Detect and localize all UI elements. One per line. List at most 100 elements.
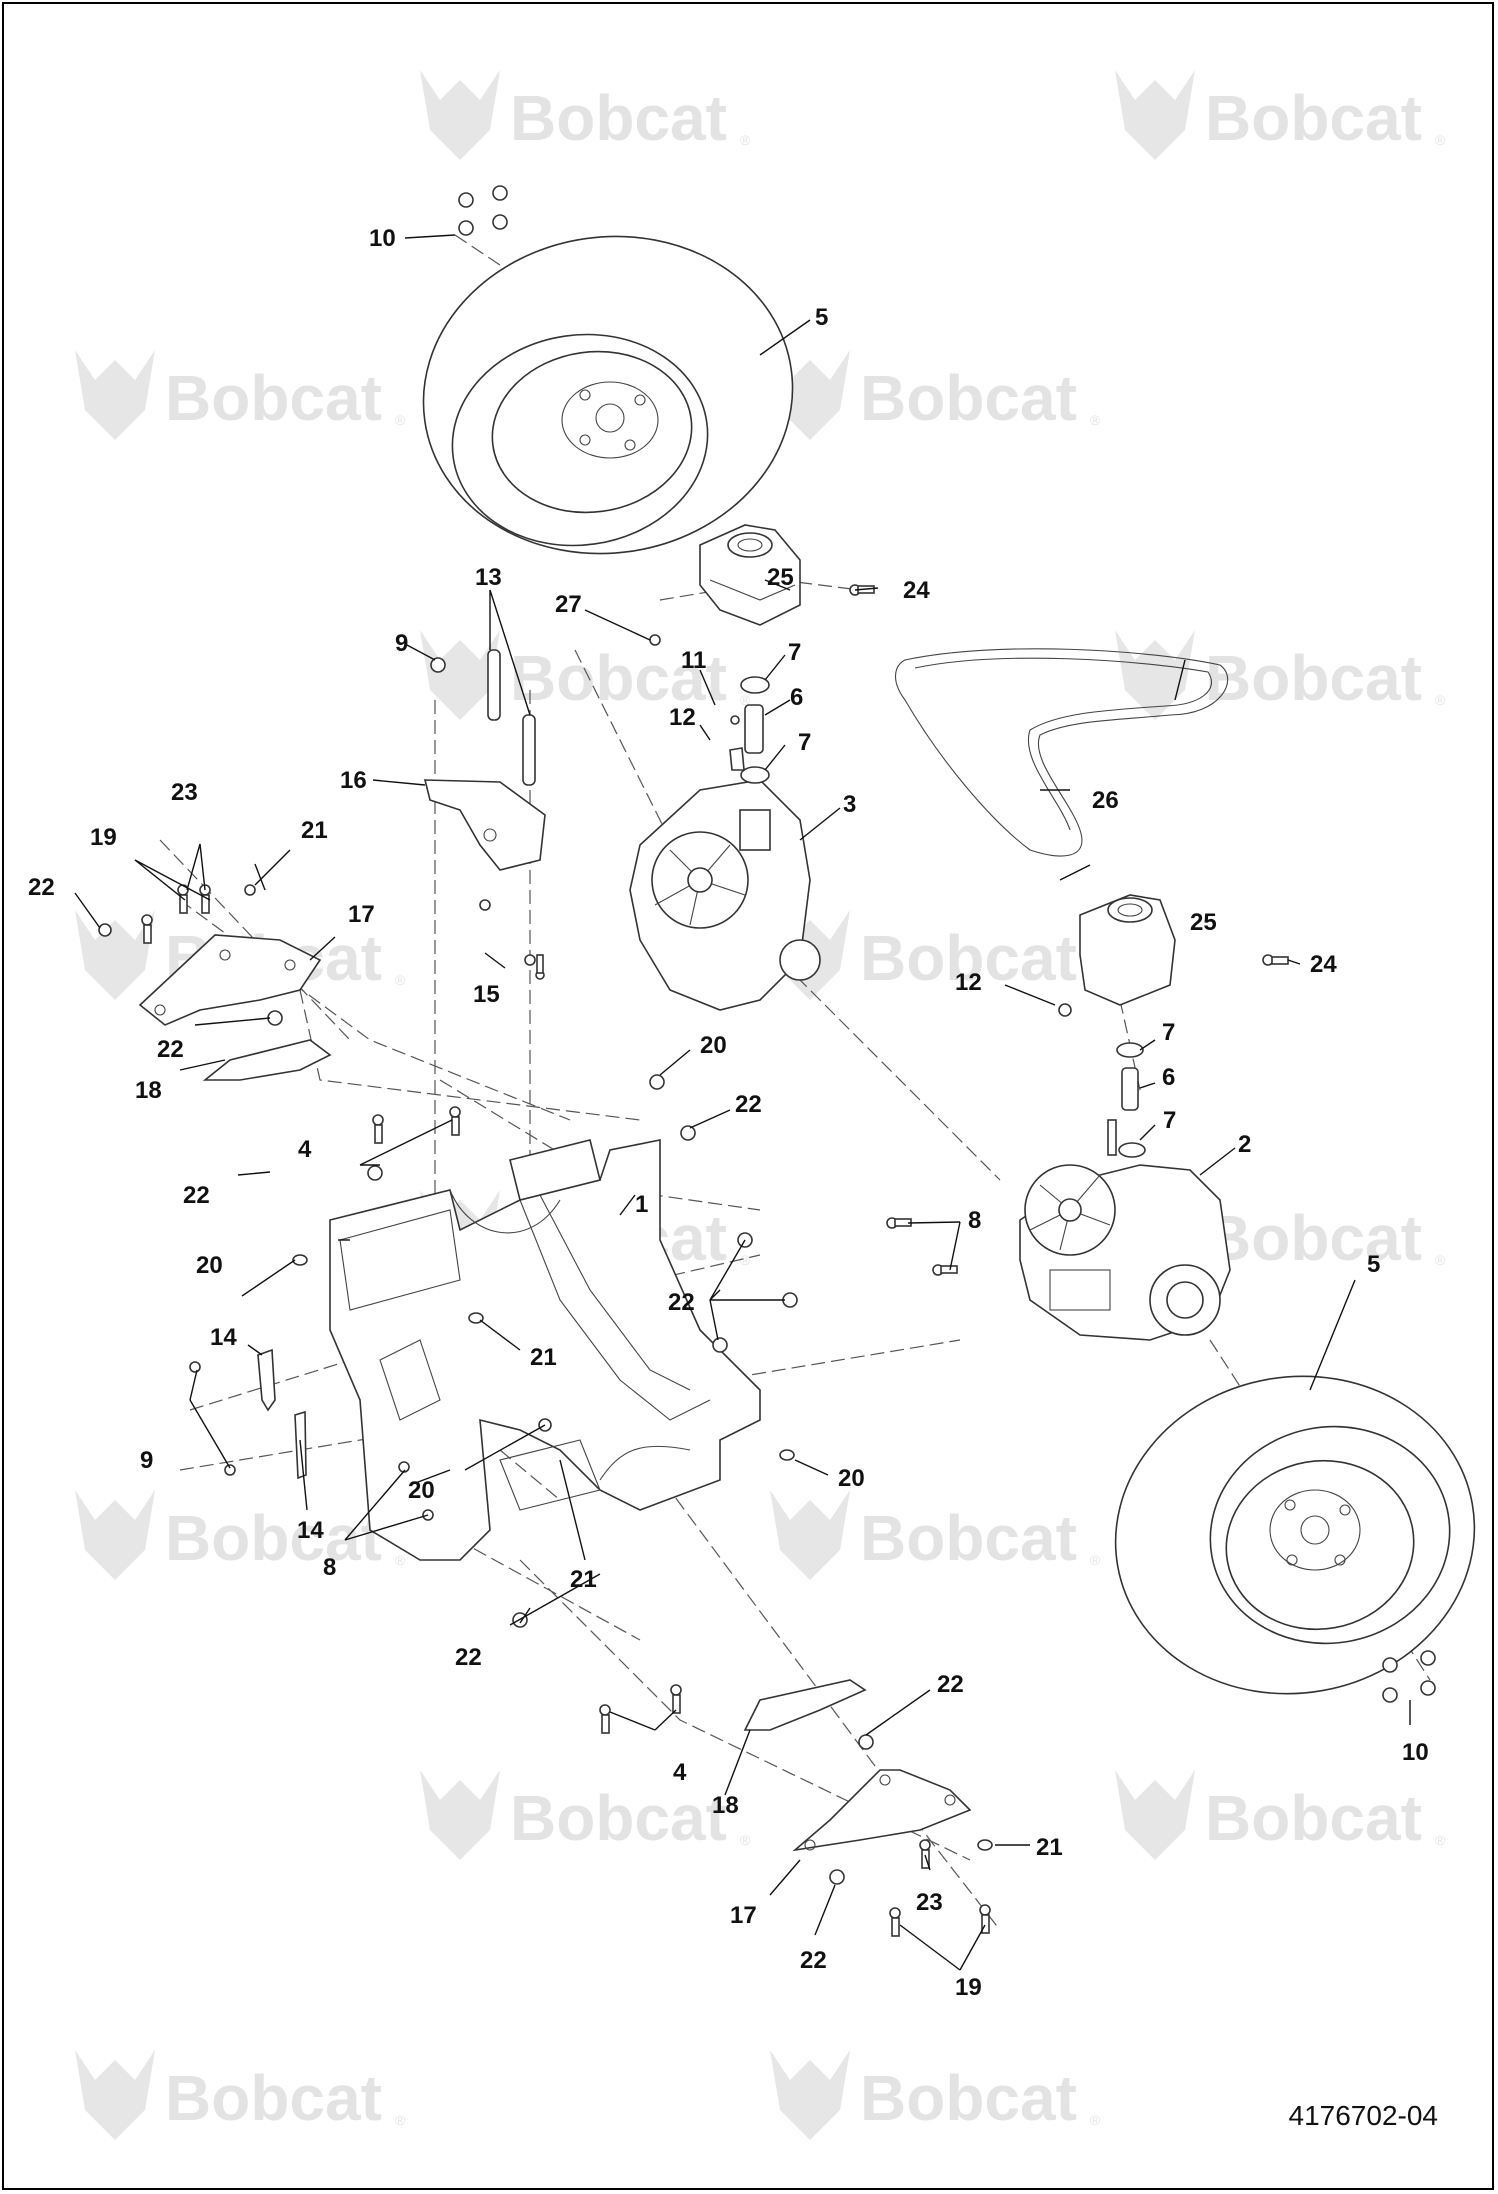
svg-text:®: ® [1090, 1552, 1101, 1568]
callout-7: 7 [788, 639, 801, 666]
callout-14: 14 [210, 1324, 237, 1351]
svg-text:®: ® [395, 412, 406, 428]
callout-22: 22 [183, 1182, 210, 1209]
callout-20: 20 [700, 1032, 727, 1059]
bracket-18-lower [743, 1679, 867, 1731]
transaxle-lower [1019, 1164, 1231, 1341]
bracket-16 [423, 779, 546, 871]
callout-6: 6 [1162, 1064, 1175, 1091]
callout-23: 23 [916, 1889, 943, 1916]
callout-21: 21 [1036, 1834, 1063, 1861]
watermark-logo: Bobcat ® [770, 1490, 1101, 1580]
bracket-18-upper [202, 1039, 332, 1081]
main-frame [329, 1139, 761, 1561]
svg-text:Bobcat: Bobcat [1205, 642, 1422, 714]
shaft-collar-upper [729, 676, 770, 784]
callout-25: 25 [1190, 909, 1217, 936]
callout-7: 7 [1163, 1107, 1176, 1134]
wheel-lower-right [1114, 1375, 1476, 1695]
callout-5: 5 [1367, 1251, 1380, 1278]
svg-text:®: ® [740, 1252, 751, 1268]
svg-text:®: ® [1435, 1252, 1446, 1268]
callout-19: 19 [90, 824, 117, 851]
shaft-collar-lower [1107, 1042, 1146, 1158]
callout-12: 12 [669, 704, 696, 731]
callout-4: 4 [673, 1759, 687, 1786]
svg-text:Bobcat: Bobcat [860, 1502, 1077, 1574]
reservoir-lower [1079, 894, 1176, 1006]
drawing-number: 4176702-04 [1288, 2100, 1438, 2131]
callout-12: 12 [955, 969, 982, 996]
svg-text:®: ® [395, 1552, 406, 1568]
svg-text:Bobcat: Bobcat [165, 2062, 382, 2134]
svg-text:®: ® [740, 132, 751, 148]
callout-20: 20 [838, 1465, 865, 1492]
callout-22: 22 [937, 1671, 964, 1698]
watermark-logo: Bobcat ® [420, 70, 751, 160]
watermark-logo: Bobcat ® [75, 1490, 406, 1580]
callout-7: 7 [798, 729, 811, 756]
callout-8: 8 [968, 1207, 981, 1234]
callout-16: 16 [340, 767, 367, 794]
svg-text:®: ® [395, 972, 406, 988]
callout-19: 19 [955, 1974, 982, 2001]
lug-nuts-upper [458, 185, 508, 236]
watermark-logo: Bobcat ® [75, 2050, 406, 2140]
callout-15: 15 [473, 981, 500, 1008]
svg-text:Bobcat: Bobcat [1205, 1202, 1422, 1274]
callout-5: 5 [815, 304, 828, 331]
callout-17: 17 [730, 1902, 757, 1929]
lug-nuts-lower [1382, 1650, 1436, 1703]
callout-22: 22 [157, 1036, 184, 1063]
callout-2: 2 [1238, 1131, 1251, 1158]
callout-18: 18 [135, 1077, 162, 1104]
svg-text:Bobcat: Bobcat [860, 922, 1077, 994]
callout-3: 3 [843, 791, 856, 818]
leader-lines [74, 234, 1411, 1971]
callout-9: 9 [395, 630, 408, 657]
watermark-logo: Bobcat ® [75, 350, 406, 440]
callout-14: 14 [297, 1517, 324, 1544]
watermark-logo: Bobcat ® [1115, 1770, 1446, 1860]
callout-labels: 10 5 13 25 24 27 9 7 11 6 12 7 16 26 3 2… [28, 225, 1429, 2001]
svg-text:®: ® [740, 1832, 751, 1848]
bracket-17-lower [792, 1769, 972, 1852]
svg-text:Bobcat: Bobcat [510, 642, 727, 714]
callout-24: 24 [1310, 951, 1337, 978]
svg-text:®: ® [395, 2112, 406, 2128]
callout-23: 23 [171, 779, 198, 806]
watermark-logo: Bobcat ® [770, 350, 1101, 440]
callout-18: 18 [712, 1792, 739, 1819]
callout-8: 8 [323, 1554, 336, 1581]
callout-1: 1 [635, 1191, 648, 1218]
callout-13: 13 [475, 564, 502, 591]
bracket-17-upper [138, 934, 322, 1026]
svg-text:®: ® [740, 692, 751, 708]
watermark-logo: Bobcat ® [770, 2050, 1101, 2140]
callout-21: 21 [530, 1344, 557, 1371]
watermark-logo: Bobcat ® [420, 630, 751, 720]
fasteners [98, 584, 1289, 1937]
svg-text:Bobcat: Bobcat [510, 1782, 727, 1854]
callout-22: 22 [668, 1289, 695, 1316]
watermark-logo: Bobcat ® [1115, 70, 1446, 160]
callout-11: 11 [681, 647, 706, 674]
svg-text:®: ® [1435, 692, 1446, 708]
watermark-logo: Bobcat ® [420, 1770, 751, 1860]
svg-text:Bobcat: Bobcat [510, 82, 727, 154]
callout-22: 22 [800, 1947, 827, 1974]
svg-text:®: ® [1090, 2112, 1101, 2128]
svg-text:®: ® [1435, 1832, 1446, 1848]
watermark-logo: Bobcat ® [1115, 630, 1446, 720]
plates-14 [257, 1348, 307, 1480]
svg-text:Bobcat: Bobcat [1205, 1782, 1422, 1854]
callout-4: 4 [298, 1136, 312, 1163]
callout-17: 17 [348, 901, 375, 928]
callout-22: 22 [28, 874, 55, 901]
svg-text:Bobcat: Bobcat [165, 362, 382, 434]
callout-6: 6 [790, 684, 803, 711]
reservoir-upper [699, 524, 801, 626]
callout-9: 9 [140, 1447, 153, 1474]
drive-belt [895, 648, 1229, 857]
